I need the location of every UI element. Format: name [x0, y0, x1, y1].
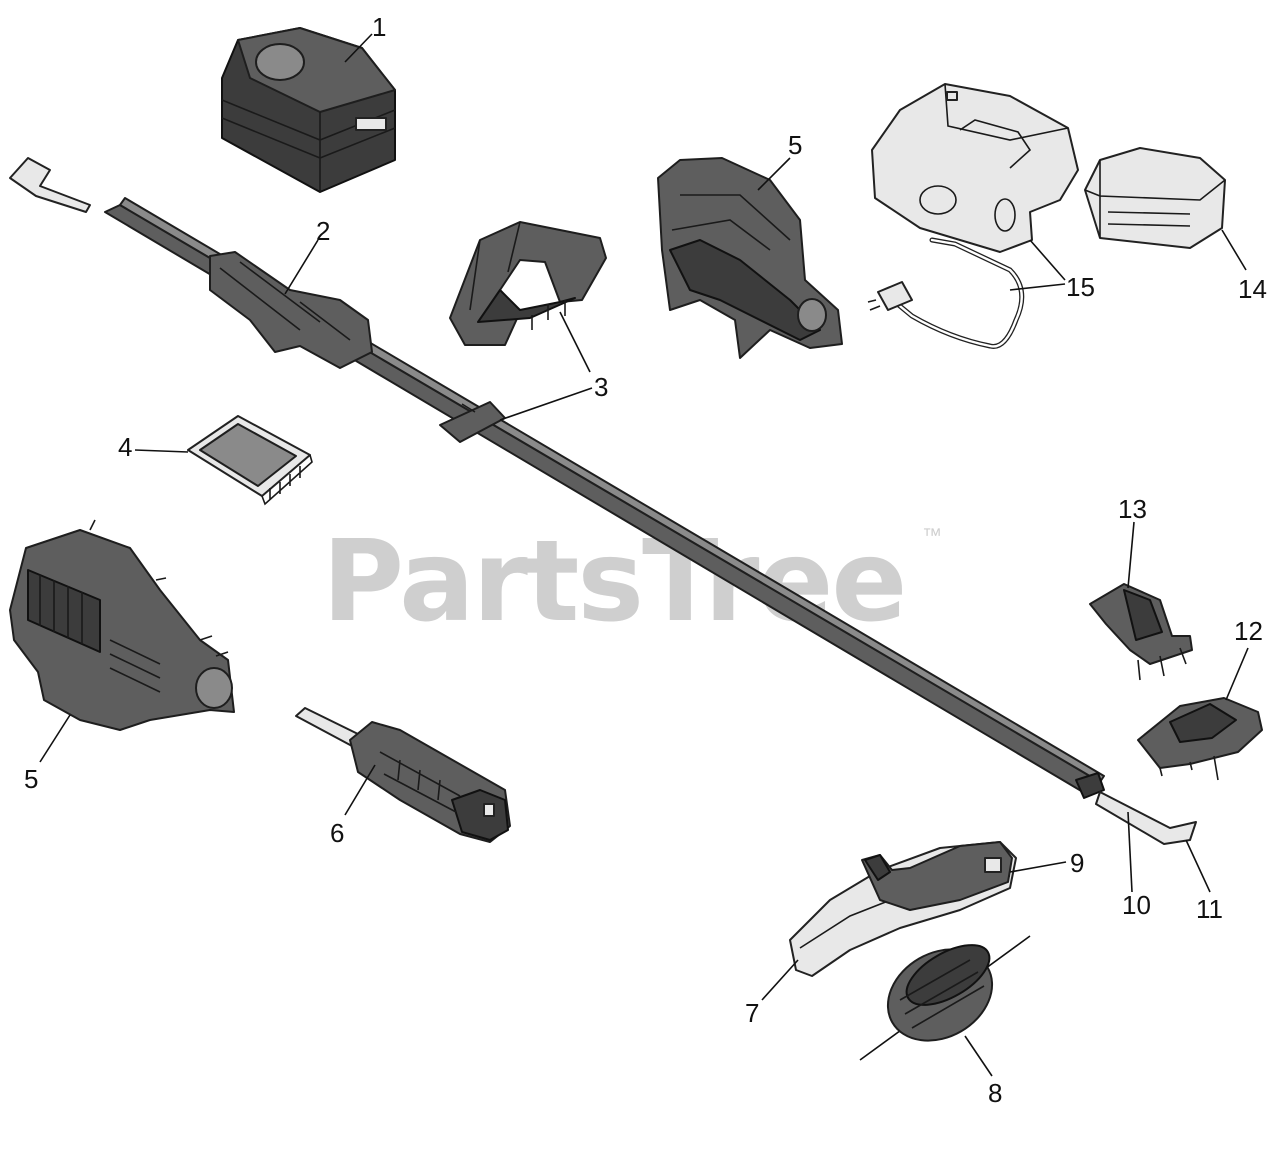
callout-4: 4	[118, 432, 132, 462]
callout-5-lower: 5	[24, 764, 38, 794]
leader-lines	[39, 33, 1249, 1077]
callout-8: 8	[988, 1078, 1002, 1108]
callout-6: 6	[330, 818, 344, 848]
callout-3: 3	[594, 372, 608, 402]
callout-7: 7	[745, 998, 759, 1028]
part-4-plate[interactable]	[187, 415, 313, 506]
part-5-upper-housing[interactable]	[657, 157, 843, 359]
watermark-trademark: ™	[922, 525, 942, 547]
part-15-charger[interactable]	[867, 83, 1079, 349]
shaft-assembly[interactable]	[9, 157, 1197, 845]
part-3-handle[interactable]	[449, 221, 607, 346]
callout-9: 9	[1070, 848, 1084, 878]
part-1-battery[interactable]	[221, 27, 396, 193]
part-5-lower-housing[interactable]	[9, 519, 235, 731]
part-8-spool[interactable]	[859, 931, 1031, 1061]
part-14-battery[interactable]	[1084, 147, 1226, 249]
callout-5-upper: 5	[788, 130, 802, 160]
callout-13: 13	[1118, 494, 1147, 524]
part-9-bracket[interactable]	[861, 841, 1013, 911]
callout-15: 15	[1066, 272, 1095, 302]
callout-10: 10	[1122, 890, 1151, 920]
callout-14: 14	[1238, 274, 1267, 304]
callout-12: 12	[1234, 616, 1263, 646]
part-6-grip[interactable]	[295, 707, 511, 843]
callout-1: 1	[372, 12, 386, 42]
callout-2: 2	[316, 216, 330, 246]
part-12-cover[interactable]	[1137, 697, 1263, 781]
callout-11: 11	[1196, 894, 1223, 924]
part-13-coupler[interactable]	[1089, 583, 1193, 681]
